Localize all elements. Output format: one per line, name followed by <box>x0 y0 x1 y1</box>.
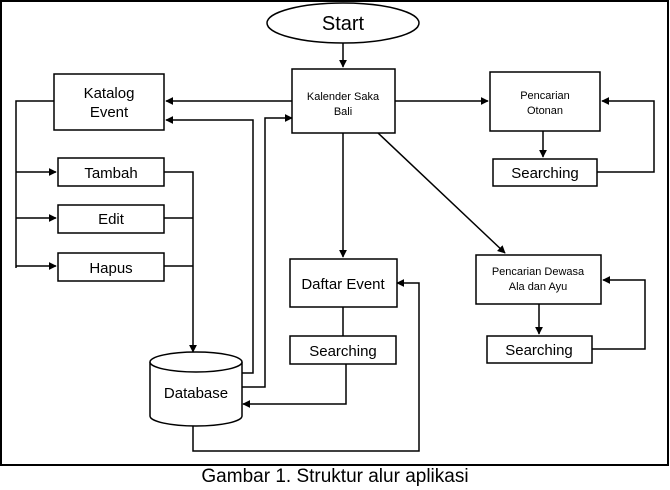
figure-caption: Gambar 1. Struktur alur aplikasi <box>201 466 469 487</box>
start-label: Start <box>322 13 365 35</box>
flow-diagram: Start Kalender Saka Bali Katalog Event T… <box>0 0 669 466</box>
searching-dewasa-label: Searching <box>505 342 573 359</box>
hapus-node: Hapus <box>57 252 165 282</box>
connectors <box>15 43 655 452</box>
dewasa-label-line1: Pencarian Dewasa <box>492 266 585 278</box>
searching-otonan-node: Searching <box>492 158 598 187</box>
searching-otonan-label: Searching <box>511 165 579 182</box>
database-label: Database <box>164 385 228 402</box>
hapus-label: Hapus <box>89 260 132 277</box>
pencarian-otonan-node: Pencarian Otonan <box>489 71 601 132</box>
arrow-crud-to-database <box>164 171 197 353</box>
tambah-node: Tambah <box>57 157 165 187</box>
daftar-event-label: Daftar Event <box>301 276 385 293</box>
katalog-label-line1: Katalog <box>84 85 135 102</box>
arrow-kalender-to-dewasa <box>377 132 506 254</box>
kalender-label-line2: Bali <box>334 106 352 118</box>
searching-dewasa-node: Searching <box>486 335 593 364</box>
arrow-dewasa-searching-loop <box>592 276 646 350</box>
searching-daftar-label: Searching <box>309 343 377 360</box>
otonan-label-line1: Pencarian <box>520 90 570 102</box>
kalender-label-line1: Kalender Saka <box>307 91 380 103</box>
edit-label: Edit <box>98 211 125 228</box>
daftar-event-node: Daftar Event <box>289 258 398 308</box>
arrow-searching-to-database <box>242 364 347 408</box>
kalender-saka-bali-node: Kalender Saka Bali <box>291 68 396 134</box>
tambah-label: Tambah <box>84 165 137 182</box>
arrow-database-to-kalender <box>241 114 293 388</box>
arrow-database-to-daftar-event <box>192 279 420 452</box>
pencarian-dewasa-node: Pencarian Dewasa Ala dan Ayu <box>475 254 602 305</box>
otonan-label-line2: Otonan <box>527 105 563 117</box>
start-node: Start <box>266 2 420 44</box>
searching-daftar-event-node: Searching <box>289 335 397 365</box>
diagram-frame <box>0 0 669 466</box>
dewasa-label-line2: Ala dan Ayu <box>509 281 568 293</box>
arrow-otonan-searching-loop <box>597 97 655 173</box>
arrow-database-to-katalog <box>165 116 254 374</box>
database-node: Database <box>149 351 243 427</box>
katalog-branch-line <box>15 100 54 268</box>
katalog-event-node: Katalog Event <box>53 73 165 131</box>
edit-node: Edit <box>57 204 165 234</box>
katalog-label-line2: Event <box>90 104 129 121</box>
